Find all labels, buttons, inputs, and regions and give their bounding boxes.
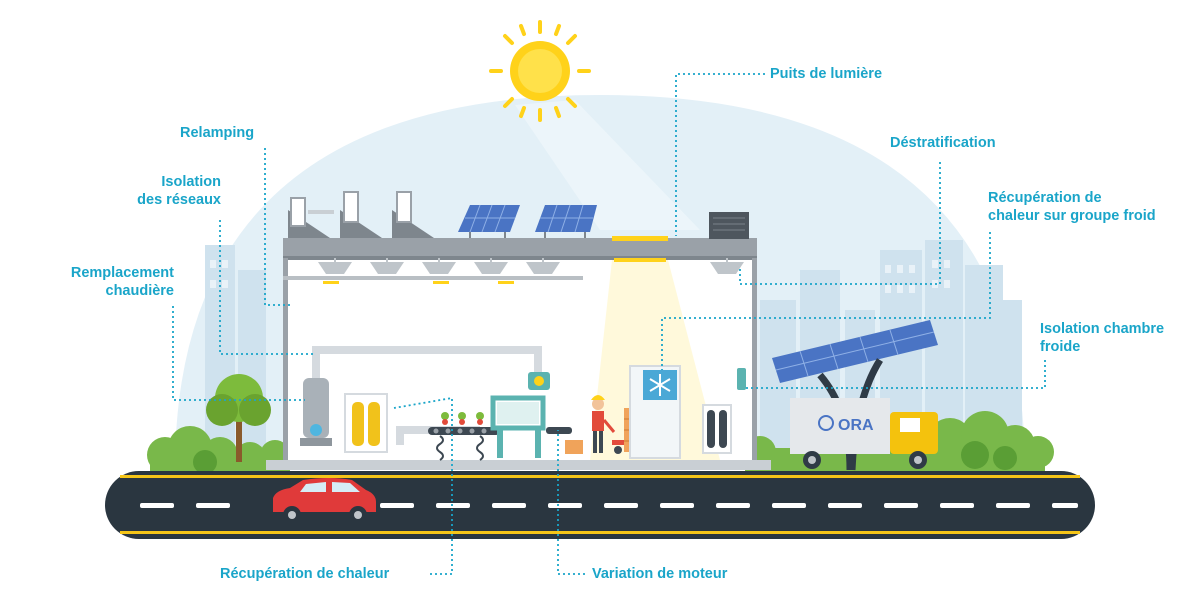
skylight-beam: [590, 260, 720, 460]
label-isolation-chambre-froide: Isolation chambre froide: [1040, 321, 1165, 355]
sun-icon: [489, 20, 591, 122]
truck-logo: ORA: [838, 417, 874, 434]
label-recuperation-groupe-froid: Récupération de chaleur sur groupe froid: [988, 190, 1156, 224]
sunlight-beam: [515, 100, 700, 230]
label-destratification: Déstratification: [890, 135, 996, 151]
truck-icon: ORA: [790, 398, 938, 469]
tanks: [344, 393, 388, 453]
label-variation-moteur: Variation de moteur: [592, 566, 728, 582]
conveyor: [428, 412, 500, 461]
cold-room: [629, 365, 681, 459]
processing-machine: [490, 372, 572, 458]
snowflake-icon: [649, 374, 671, 396]
boiler: [300, 378, 332, 446]
label-relamping: Relamping: [180, 125, 255, 141]
label-isolation-reseaux: Isolation des réseaux: [137, 174, 221, 208]
label-recuperation-chaleur: Récupération de chaleur: [220, 566, 390, 582]
car-icon: [273, 478, 376, 524]
gas-cylinders: [702, 368, 746, 454]
road: [105, 471, 1095, 539]
tree-icon: [206, 374, 271, 462]
leader-lines: [172, 73, 1046, 575]
label-remplacement-chaudiere: Remplacement chaudière: [70, 265, 174, 299]
label-puits-de-lumiere: Puits de lumière: [770, 66, 883, 82]
solar-panel-icon: [458, 204, 597, 238]
